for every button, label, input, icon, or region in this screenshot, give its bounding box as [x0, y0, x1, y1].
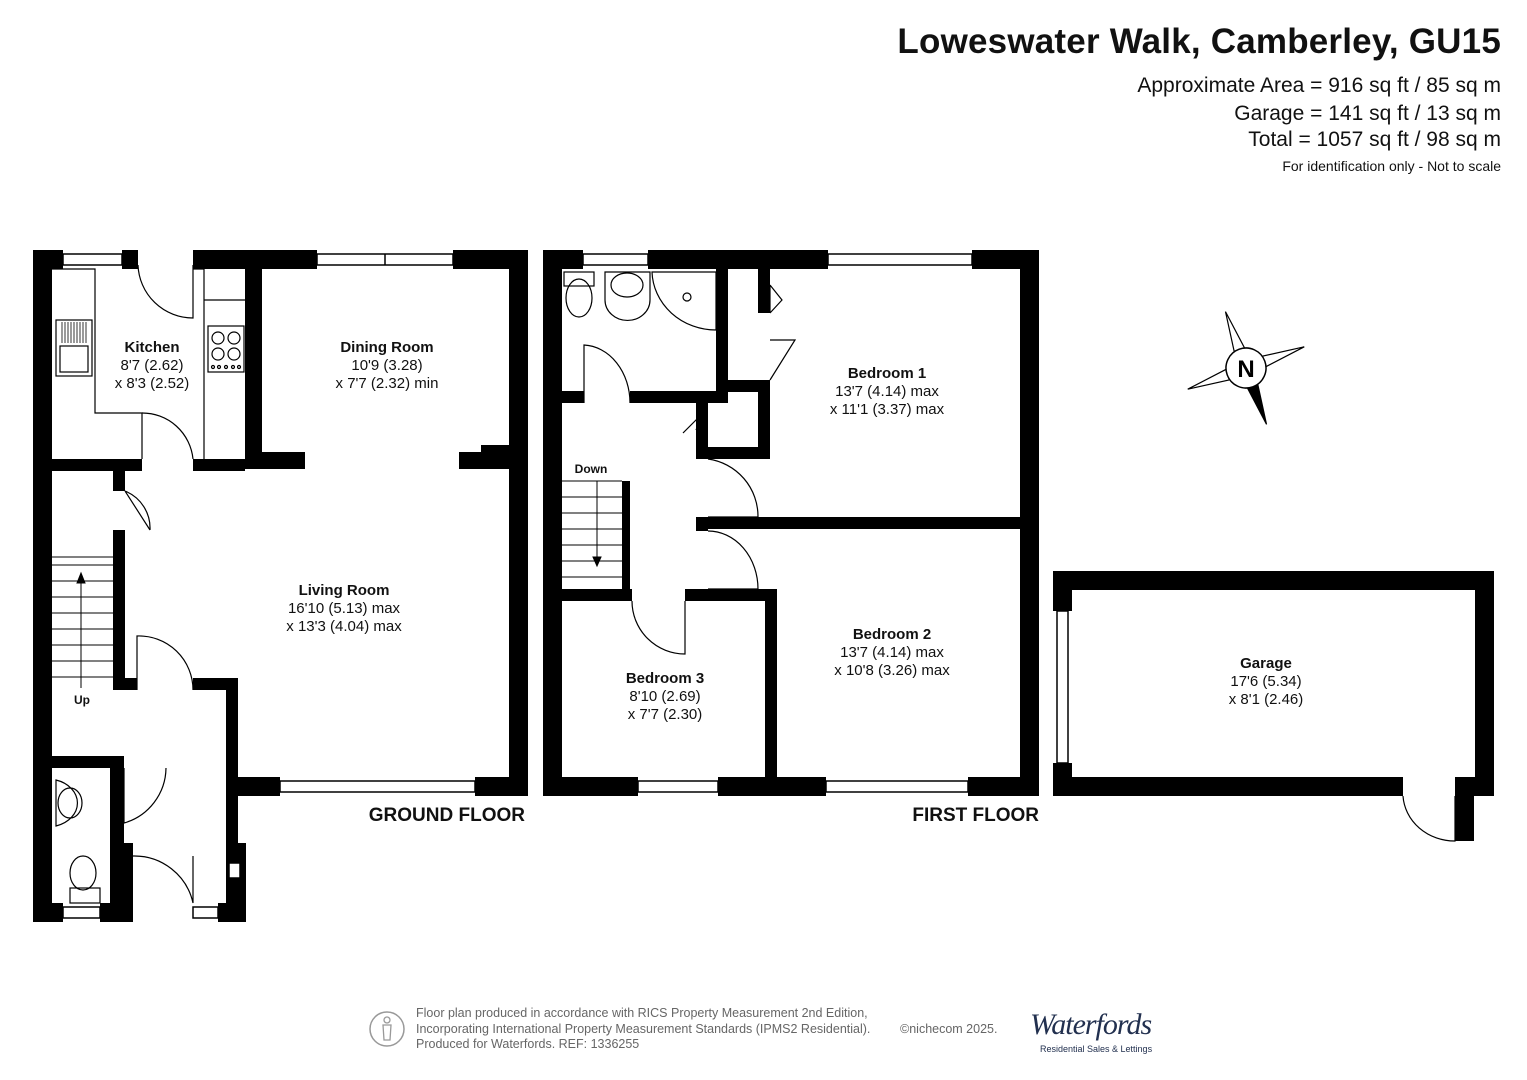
living-room-label: Living Room 16'10 (5.13) max x 13'3 (4.0… [286, 582, 402, 635]
svg-text:Kitchen: Kitchen [124, 339, 179, 356]
approximate-area: Approximate Area = 916 sq ft / 85 sq m [1137, 74, 1501, 97]
svg-text:Bedroom 1: Bedroom 1 [848, 365, 926, 382]
bedroom-1-label: Bedroom 1 13'7 (4.14) max x 11'1 (3.37) … [830, 365, 945, 418]
footer-disclaimer: Floor plan produced in accordance with R… [416, 1006, 870, 1053]
svg-text:8'7 (2.62): 8'7 (2.62) [121, 357, 184, 374]
footer-line-1: Floor plan produced in accordance with R… [416, 1006, 868, 1020]
svg-text:Dining Room: Dining Room [340, 339, 433, 356]
svg-text:Garage: Garage [1240, 655, 1292, 672]
svg-text:x 10'8 (3.26) max: x 10'8 (3.26) max [834, 662, 950, 679]
svg-text:13'7 (4.14) max: 13'7 (4.14) max [840, 644, 944, 661]
svg-text:x 7'7 (2.30): x 7'7 (2.30) [628, 706, 703, 723]
fixtures [52, 264, 1456, 904]
svg-text:x 7'7 (2.32) min: x 7'7 (2.32) min [336, 375, 439, 392]
footer-line-2: Incorporating International Property Mea… [416, 1021, 871, 1036]
total-area: Total = 1057 sq ft / 98 sq m [1248, 128, 1501, 151]
garage-area: Garage = 141 sq ft / 13 sq m [1234, 102, 1501, 125]
property-title: Loweswater Walk, Camberley, GU15 [897, 22, 1501, 61]
svg-text:10'9 (3.28): 10'9 (3.28) [351, 357, 422, 374]
bedroom-3-label: Bedroom 3 8'10 (2.69) x 7'7 (2.30) [626, 670, 704, 723]
waterfords-logo: Waterfords Residential Sales & Lettings [1030, 1000, 1200, 1060]
svg-text:16'10 (5.13) max: 16'10 (5.13) max [288, 600, 401, 617]
svg-text:13'7 (4.14) max: 13'7 (4.14) max [835, 383, 939, 400]
svg-text:x 8'3 (2.52): x 8'3 (2.52) [115, 375, 190, 392]
ground-floor-label: GROUND FLOOR [369, 805, 525, 826]
garage-label: Garage 17'6 (5.34) x 8'1 (2.46) [1229, 655, 1304, 708]
svg-text:Living Room: Living Room [299, 582, 390, 599]
person-measure-icon [369, 1011, 405, 1047]
first-floor-label: FIRST FLOOR [912, 805, 1039, 826]
footer-copyright: ©nichecom 2025. [900, 1022, 998, 1036]
compass-north-label: N [1237, 356, 1254, 383]
scale-note: For identification only - Not to scale [1282, 158, 1501, 174]
kitchen-label: Kitchen 8'7 (2.62) x 8'3 (2.52) [115, 339, 190, 392]
stairs-up-label: Up [74, 693, 90, 707]
svg-text:x 13'3 (4.04) max: x 13'3 (4.04) max [286, 618, 402, 635]
logo-text: Waterfords [1030, 1008, 1152, 1041]
windows [62, 253, 1069, 919]
svg-text:8'10 (2.69): 8'10 (2.69) [629, 688, 700, 705]
dining-room-label: Dining Room 10'9 (3.28) x 7'7 (2.32) min [336, 339, 439, 392]
stairs-down-label: Down [575, 462, 608, 476]
footer-line-3: Produced for Waterfords. REF: 1336255 [416, 1037, 640, 1051]
svg-text:Bedroom 2: Bedroom 2 [853, 626, 931, 643]
svg-text:17'6 (5.34): 17'6 (5.34) [1230, 673, 1301, 690]
compass-icon [1187, 311, 1305, 425]
svg-text:x 11'1 (3.37) max: x 11'1 (3.37) max [830, 401, 945, 418]
svg-text:Bedroom 3: Bedroom 3 [626, 670, 704, 687]
logo-tagline: Residential Sales & Lettings [1040, 1044, 1153, 1054]
walls [33, 250, 1494, 922]
svg-text:x 8'1 (2.46): x 8'1 (2.46) [1229, 691, 1304, 708]
bedroom-2-label: Bedroom 2 13'7 (4.14) max x 10'8 (3.26) … [834, 626, 950, 679]
